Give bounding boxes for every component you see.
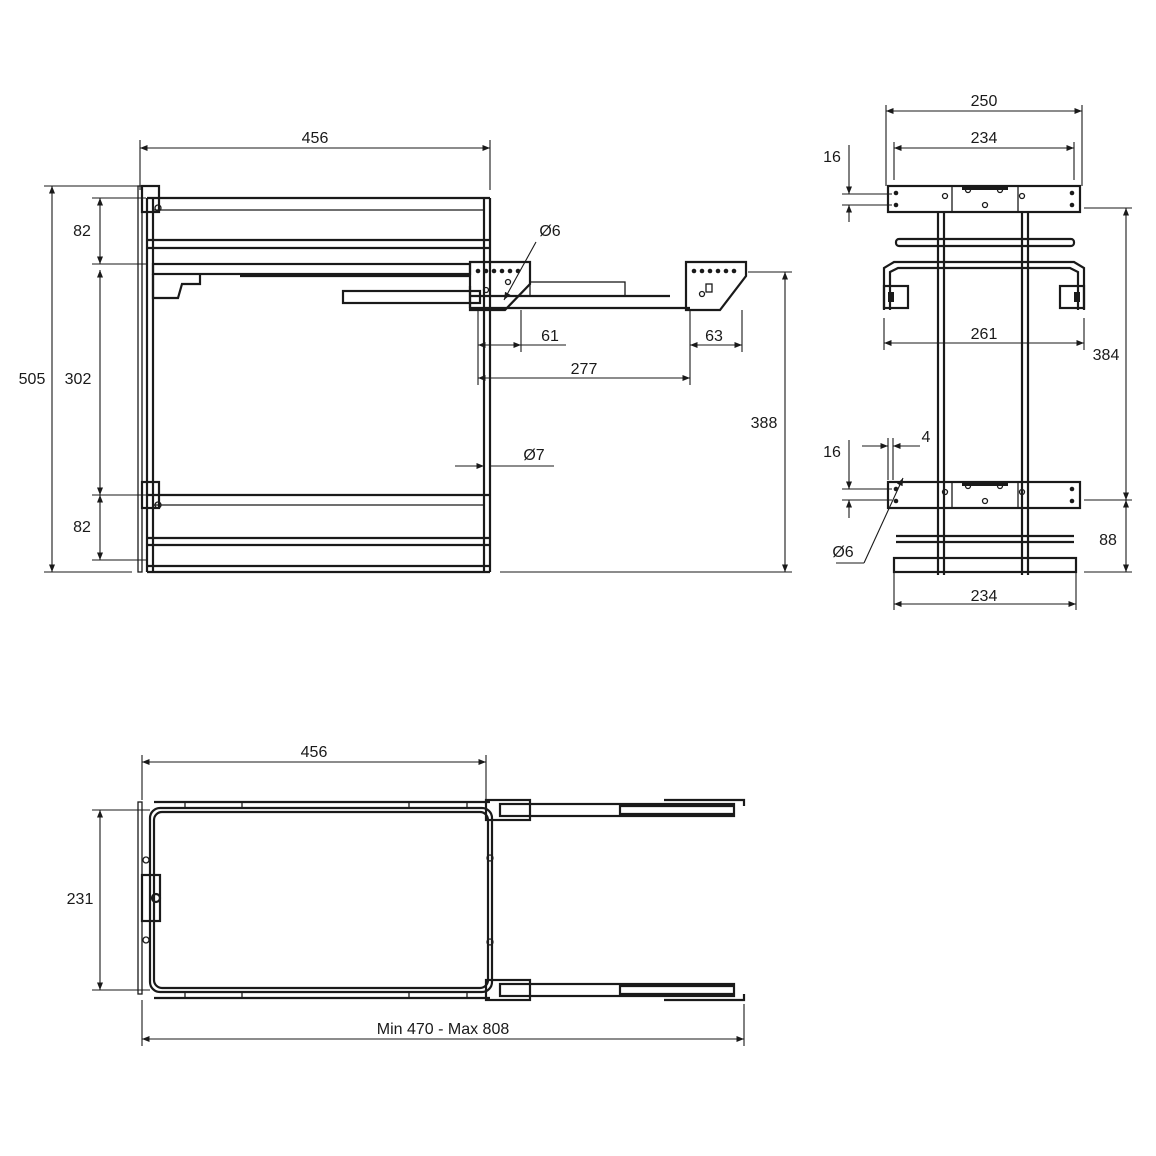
- dim-label: 384: [1093, 347, 1120, 364]
- dim-label: 456: [302, 130, 329, 147]
- dim-front-inner-width-top: 234: [893, 130, 1075, 180]
- left-slide-guide: [882, 284, 910, 310]
- bottom-basket-front-base: [892, 556, 1078, 574]
- dim-label: 505: [19, 371, 46, 388]
- top-slide-rail: [151, 262, 472, 276]
- dim-label: 63: [705, 328, 723, 345]
- dim-label: 234: [971, 130, 998, 147]
- dim-front-height: 384: [1084, 207, 1132, 501]
- dim-front-hole: Ø6: [832, 477, 904, 564]
- right-slide-block: [1074, 292, 1080, 302]
- slide-runner: [341, 289, 482, 305]
- rear-mount-bracket: [684, 260, 748, 312]
- top-view: 456 231 Min 470 - Max 808: [67, 744, 746, 1046]
- dim-label: 88: [1099, 532, 1117, 549]
- dim-side-width: 456: [139, 130, 491, 190]
- rear-bracket-holes: [691, 268, 737, 298]
- right-slide-guide: [1058, 284, 1086, 310]
- top-slide-rail: [498, 802, 736, 818]
- side-view: 456 505 82 302 82 Ø6: [19, 130, 792, 574]
- top-rail-end-bracket: [664, 798, 746, 806]
- dim-label: 388: [751, 415, 778, 432]
- dim-label: 234: [971, 588, 998, 605]
- dim-front-plate-top: 16: [823, 145, 892, 222]
- dim-side-gaps: 82 302 82: [65, 197, 146, 561]
- left-slide-block: [888, 292, 894, 302]
- dim-rail-height: 388: [500, 271, 792, 573]
- basket-inner-frame: [152, 810, 490, 990]
- bottom-rail-end-bracket: [664, 994, 746, 1002]
- dim-label: 261: [971, 326, 998, 343]
- dim-hole-top: Ø6: [503, 223, 561, 301]
- dim-front-thickness: 4: [862, 429, 931, 480]
- dim-front-bottom: 88: [1084, 500, 1132, 573]
- bottom-rail-bracket: [484, 978, 532, 1002]
- dim-front-middle-width: 261: [883, 318, 1085, 350]
- dim-label: 302: [65, 371, 92, 388]
- dim-side-height: 505: [19, 185, 140, 573]
- dim-top-length: 456: [141, 744, 487, 800]
- dim-bracket-rear: 63: [689, 310, 743, 385]
- extension-rail-carriage: [529, 281, 626, 297]
- front-mount-bracket: [468, 260, 532, 312]
- dim-bracket-front: 61: [477, 310, 566, 352]
- dim-label: Ø7: [523, 447, 544, 464]
- top-basket-front-rail: [894, 237, 1076, 248]
- dim-top-extension: Min 470 - Max 808: [141, 1000, 745, 1046]
- front-view: 250 234 16 261 384: [823, 93, 1132, 610]
- wall-strip: [137, 185, 143, 573]
- dim-label: Ø6: [832, 544, 853, 561]
- bottom-plate-holes: [893, 482, 1075, 505]
- dim-label: 231: [67, 891, 94, 908]
- dim-front-plate-bottom: 16: [823, 440, 892, 518]
- basket-outer-frame: [148, 806, 494, 994]
- dim-label: Ø6: [539, 223, 560, 240]
- dim-label: 16: [823, 149, 841, 166]
- basket-wire-tabs: [142, 800, 494, 1000]
- bottom-slide-rail: [498, 982, 736, 998]
- top-plate-holes: [893, 186, 1075, 209]
- dim-label: 456: [301, 744, 328, 761]
- dim-bracket-spacing: 277: [477, 352, 690, 385]
- dim-label: 277: [571, 361, 598, 378]
- rear-slide-hook: [151, 274, 202, 300]
- dim-front-inner-width-bottom: 234: [893, 572, 1077, 610]
- dim-label: Min 470 - Max 808: [377, 1021, 510, 1038]
- top-bracket-screw: [154, 204, 162, 212]
- dim-label: 82: [73, 223, 91, 240]
- dim-label: 16: [823, 444, 841, 461]
- top-basket-front-frame-inner: [888, 266, 1080, 310]
- top-rail-bracket: [484, 798, 532, 822]
- dim-front-outer-width: 250: [885, 93, 1083, 186]
- dim-top-width: 231: [67, 809, 150, 991]
- top-basket-front-frame: [882, 260, 1086, 310]
- front-bracket-holes: [475, 268, 521, 294]
- dim-label: 82: [73, 519, 91, 536]
- top-view-bracket-screw: [150, 892, 162, 904]
- dim-label: 4: [922, 429, 931, 446]
- dim-label: 250: [971, 93, 998, 110]
- dim-hole-side: Ø7: [455, 447, 554, 470]
- dim-label: 61: [541, 328, 559, 345]
